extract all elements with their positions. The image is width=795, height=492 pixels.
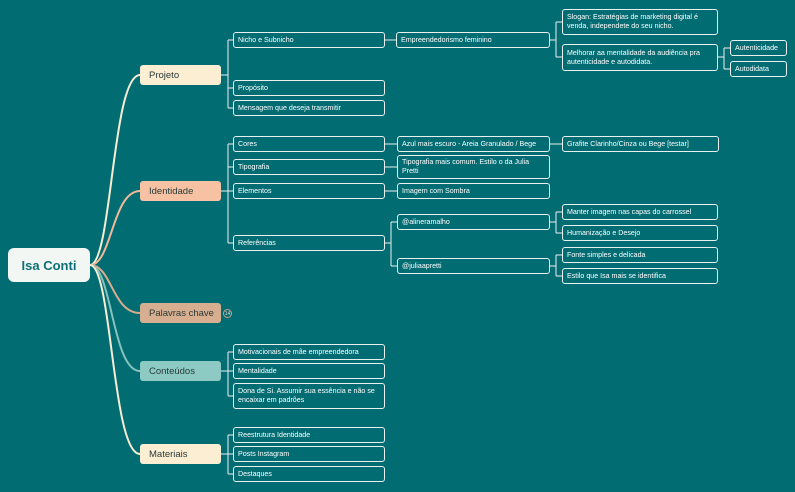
node-autenticidade[interactable]: Autenticidade [730,40,787,56]
node-referencias[interactable]: Referências [233,235,385,251]
topic-conteudos[interactable]: Conteúdos [140,361,221,381]
node-elementos-value[interactable]: Imagem com Sombra [397,183,550,199]
node-posts-instagram[interactable]: Posts Instagram [233,446,385,462]
node-motivacionais[interactable]: Motivacionais de mãe empreendedora [233,344,385,360]
node-mensagem[interactable]: Mensagem que deseja transmitir [233,100,385,116]
node-alineramalho[interactable]: @alineramalho [397,214,550,230]
node-reestrutura[interactable]: Reestrutura Identidade [233,427,385,443]
node-cores-value[interactable]: Azul mais escuro - Areia Granulado / Beg… [397,136,550,152]
node-autodidata[interactable]: Autodidata [730,61,787,77]
node-manter-imagem[interactable]: Manter imagem nas capas do carrossel [562,204,718,220]
node-elementos[interactable]: Elementos [233,183,385,199]
node-tipografia-value[interactable]: Tipografia mais comum. Estilo o da Julia… [397,155,550,179]
collapsed-count-badge[interactable]: 14 [223,309,232,318]
node-destaques[interactable]: Destaques [233,466,385,482]
node-cores[interactable]: Cores [233,136,385,152]
node-mentalidade[interactable]: Mentalidade [233,363,385,379]
root-topic[interactable]: Isa Conti [8,248,90,282]
node-proposito[interactable]: Propósito [233,80,385,96]
node-dona-de-si[interactable]: Dona de Si. Assumir sua essência e não s… [233,383,385,409]
node-tipografia[interactable]: Tipografia [233,159,385,175]
topic-palavras-chave[interactable]: Palavras chave [140,303,221,323]
topic-materiais[interactable]: Materiais [140,444,221,464]
node-empreendedorismo[interactable]: Empreendedorismo feminino [396,32,550,48]
topic-identidade[interactable]: Identidade [140,181,221,201]
node-juliaapretti[interactable]: @juliaapretti [397,258,550,274]
node-nicho[interactable]: Nicho e Subnicho [233,32,385,48]
topic-projeto[interactable]: Projeto [140,65,221,85]
node-fonte-simples[interactable]: Fonte simples e delicada [562,247,718,263]
node-melhorar[interactable]: Melhorar aa mentalidade da audiência pra… [562,44,718,71]
node-slogan[interactable]: Slogan: Estratégias de marketing digital… [562,9,718,35]
node-humanizacao[interactable]: Humanização e Desejo [562,225,718,241]
node-grafite[interactable]: Grafite Clarinho/Cinza ou Bege [testar] [562,136,719,152]
node-estilo-isa[interactable]: Estilo que Isa mais se identifica [562,268,718,284]
